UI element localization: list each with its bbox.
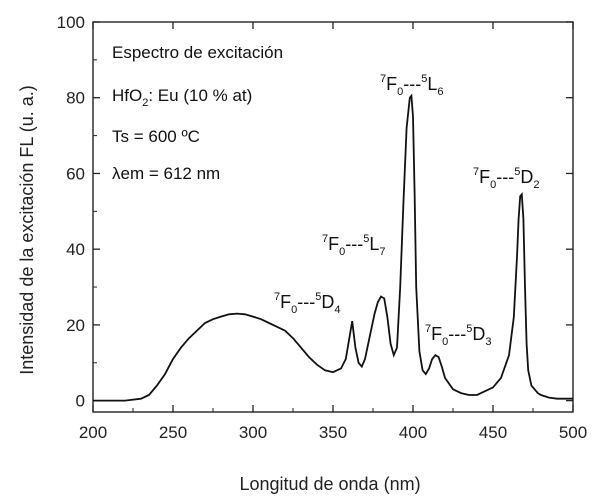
peak-labels: 7F0---5D4 7F0---5L7 7F0---5L6 7F0---5D3 7F0-… [274, 73, 539, 348]
annotation-title: Espectro de excitación [112, 43, 283, 62]
peak-label: 7F0---5L6 [380, 73, 444, 98]
y-axis-label: Intensidad de la excitación FL (u. a.) [17, 85, 37, 375]
y-tick-label: 60 [66, 164, 85, 183]
spectrum-line [93, 93, 573, 402]
y-tick-label: 100 [57, 13, 85, 32]
annotation-sample-main: HfO [112, 86, 142, 105]
x-tick-label: 500 [559, 423, 587, 442]
x-tick-label: 450 [479, 423, 507, 442]
peak-label: 7F0---5D2 [473, 166, 539, 191]
peak-label: 7F0---5D3 [425, 323, 491, 348]
x-tick-label: 200 [79, 423, 107, 442]
axes [92, 21, 574, 413]
annotation-sample-rest: : Eu (10 % at) [148, 86, 252, 105]
x-axis-label: Longitud de onda (nm) [239, 474, 420, 494]
annotation-temperature-main: Ts = 600 [112, 127, 181, 146]
annotation-sample-sub: 2 [142, 97, 148, 109]
x-tick-label: 400 [399, 423, 427, 442]
annotation-sample: HfO2: Eu (10 % at) [112, 86, 252, 109]
x-tick-label: 300 [239, 423, 267, 442]
annotation-temperature: Ts = 600 ºC [112, 127, 200, 146]
peak-label: 7F0---5D4 [274, 291, 340, 316]
annotation-temperature-unit: ºC [181, 127, 200, 146]
x-tick-label: 350 [319, 423, 347, 442]
y-tick-label: 20 [66, 316, 85, 335]
y-tick-label: 40 [66, 240, 85, 259]
plot-frame [92, 21, 574, 413]
ticks: 200 250 300 350 400 450 500 0 20 40 60 80 100 [57, 13, 588, 442]
y-tick-label: 80 [66, 89, 85, 108]
x-tick-label: 250 [159, 423, 187, 442]
y-tick-label: 0 [76, 392, 85, 411]
annotation-emission: λem = 612 nm [112, 164, 220, 183]
peak-label: 7F0---5L7 [322, 233, 386, 258]
